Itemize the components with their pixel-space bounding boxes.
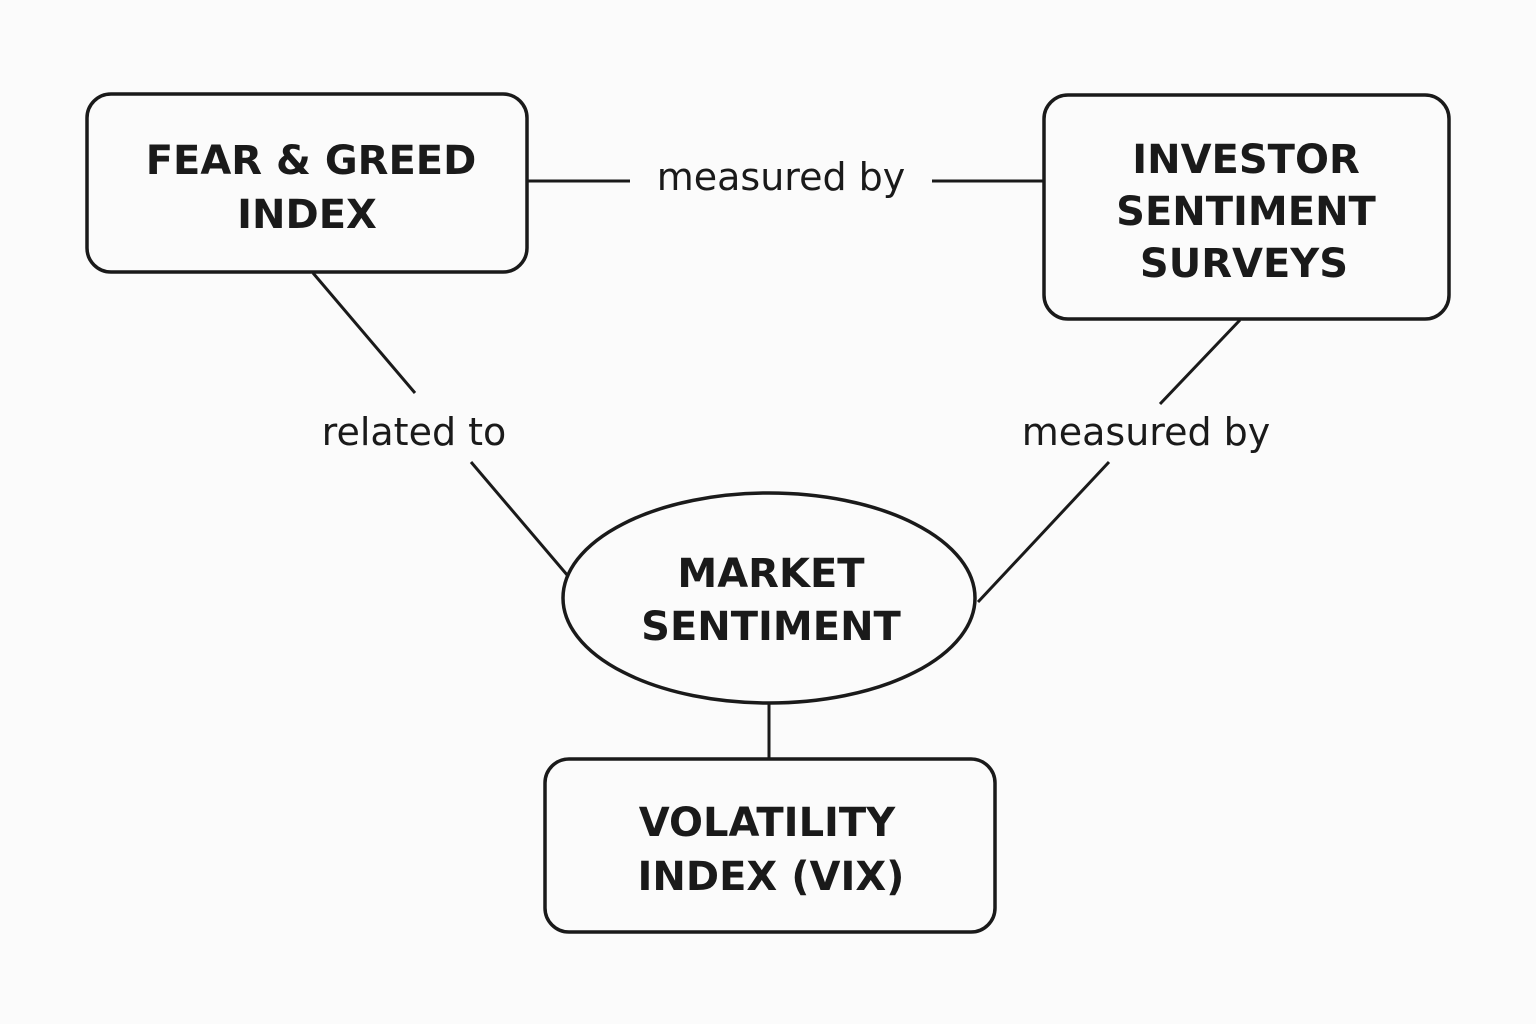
edge-fear-to-market: related to — [311, 272, 570, 577]
node-label-line-3: SURVEYS — [1140, 241, 1348, 287]
edge-label-measured-by-right: measured by — [1022, 410, 1271, 454]
node-label-line-1: VOLATILITY — [639, 800, 896, 846]
edge-label-measured-by-top: measured by — [657, 155, 906, 199]
node-label-line-1: MARKET — [677, 551, 865, 597]
node-market-sentiment: MARKET SENTIMENT — [561, 491, 977, 705]
node-label-line-2: INDEX (VIX) — [638, 854, 905, 900]
edge-line-lower — [976, 460, 1111, 604]
edge-line-upper — [1158, 318, 1242, 406]
node-label-line-1: INVESTOR — [1132, 137, 1360, 183]
edge-surveys-to-market: measured by — [976, 318, 1271, 604]
node-box — [1042, 93, 1451, 321]
node-box — [543, 757, 997, 934]
node-fear-greed-index: FEAR & GREED INDEX — [85, 92, 529, 274]
edge-label-related-to: related to — [322, 410, 507, 454]
edge-line-lower — [469, 461, 570, 577]
node-box — [85, 92, 529, 274]
node-ellipse — [561, 491, 977, 705]
node-volatility-index: VOLATILITY INDEX (VIX) — [543, 757, 997, 934]
node-investor-sentiment-surveys: INVESTOR SENTIMENT SURVEYS — [1042, 93, 1451, 321]
node-label-line-2: SENTIMENT — [1116, 189, 1376, 235]
edge-fear-to-surveys: measured by — [527, 155, 1044, 199]
node-label-line-2: SENTIMENT — [641, 604, 901, 650]
node-label-line-1: FEAR & GREED — [146, 138, 477, 184]
edge-line-upper — [311, 272, 417, 394]
node-label-line-2: INDEX — [237, 192, 377, 238]
